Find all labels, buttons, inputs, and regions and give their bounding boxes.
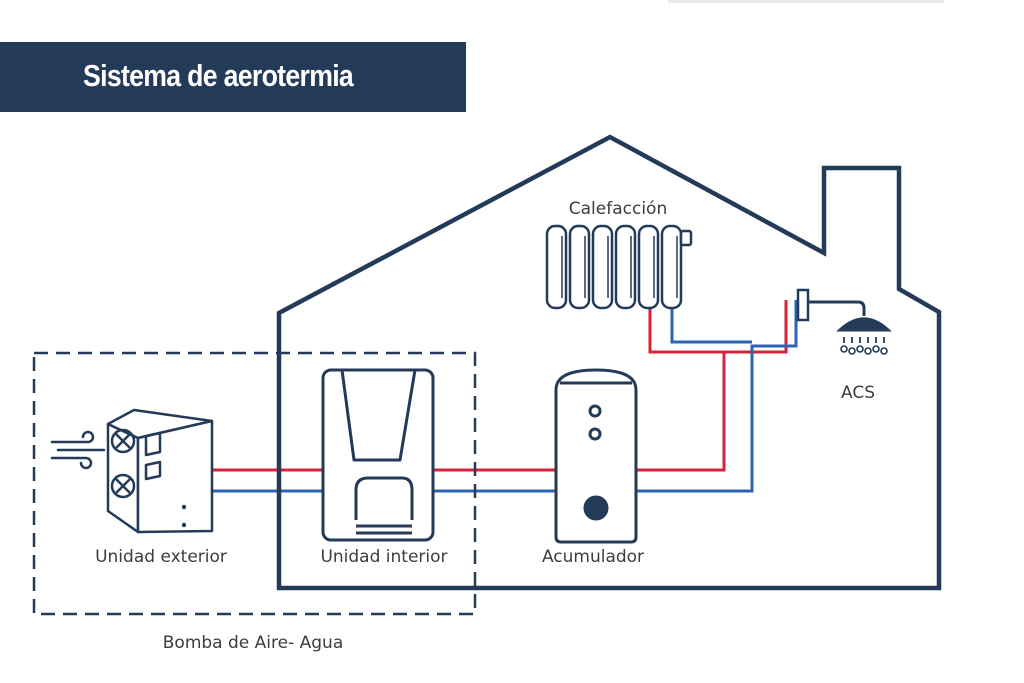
label-heating: Calefacción [569, 199, 667, 219]
label-outdoor-unit: Unidad exterior [95, 547, 227, 567]
accumulator-tank-icon [554, 368, 638, 544]
hot-pipe-radiator [648, 308, 724, 354]
cold-pipes [212, 300, 798, 493]
pipes [212, 300, 798, 493]
house-outline [276, 134, 942, 591]
hot-pipes [212, 300, 788, 472]
heat-pump-boundary [32, 351, 477, 616]
shower-icon [796, 288, 892, 355]
top-decor-bar [668, 0, 944, 3]
wind-icon [50, 430, 106, 470]
indoor-unit-icon [321, 368, 435, 542]
cold-pipe-tank-return [634, 300, 798, 493]
title-banner [0, 42, 466, 112]
label-heat-pump: Bomba de Aire- Agua [163, 633, 343, 653]
hot-pipe-tank-return [634, 300, 788, 472]
label-indoor-unit: Unidad interior [320, 547, 447, 567]
label-accumulator: Acumulador [542, 547, 644, 567]
outdoor-unit-icon [106, 408, 214, 534]
label-hot-water: ACS [841, 383, 875, 403]
cold-pipe-radiator [670, 308, 752, 344]
page-title: Sistema de aerotermia [83, 58, 354, 93]
radiator-icon [545, 224, 693, 310]
